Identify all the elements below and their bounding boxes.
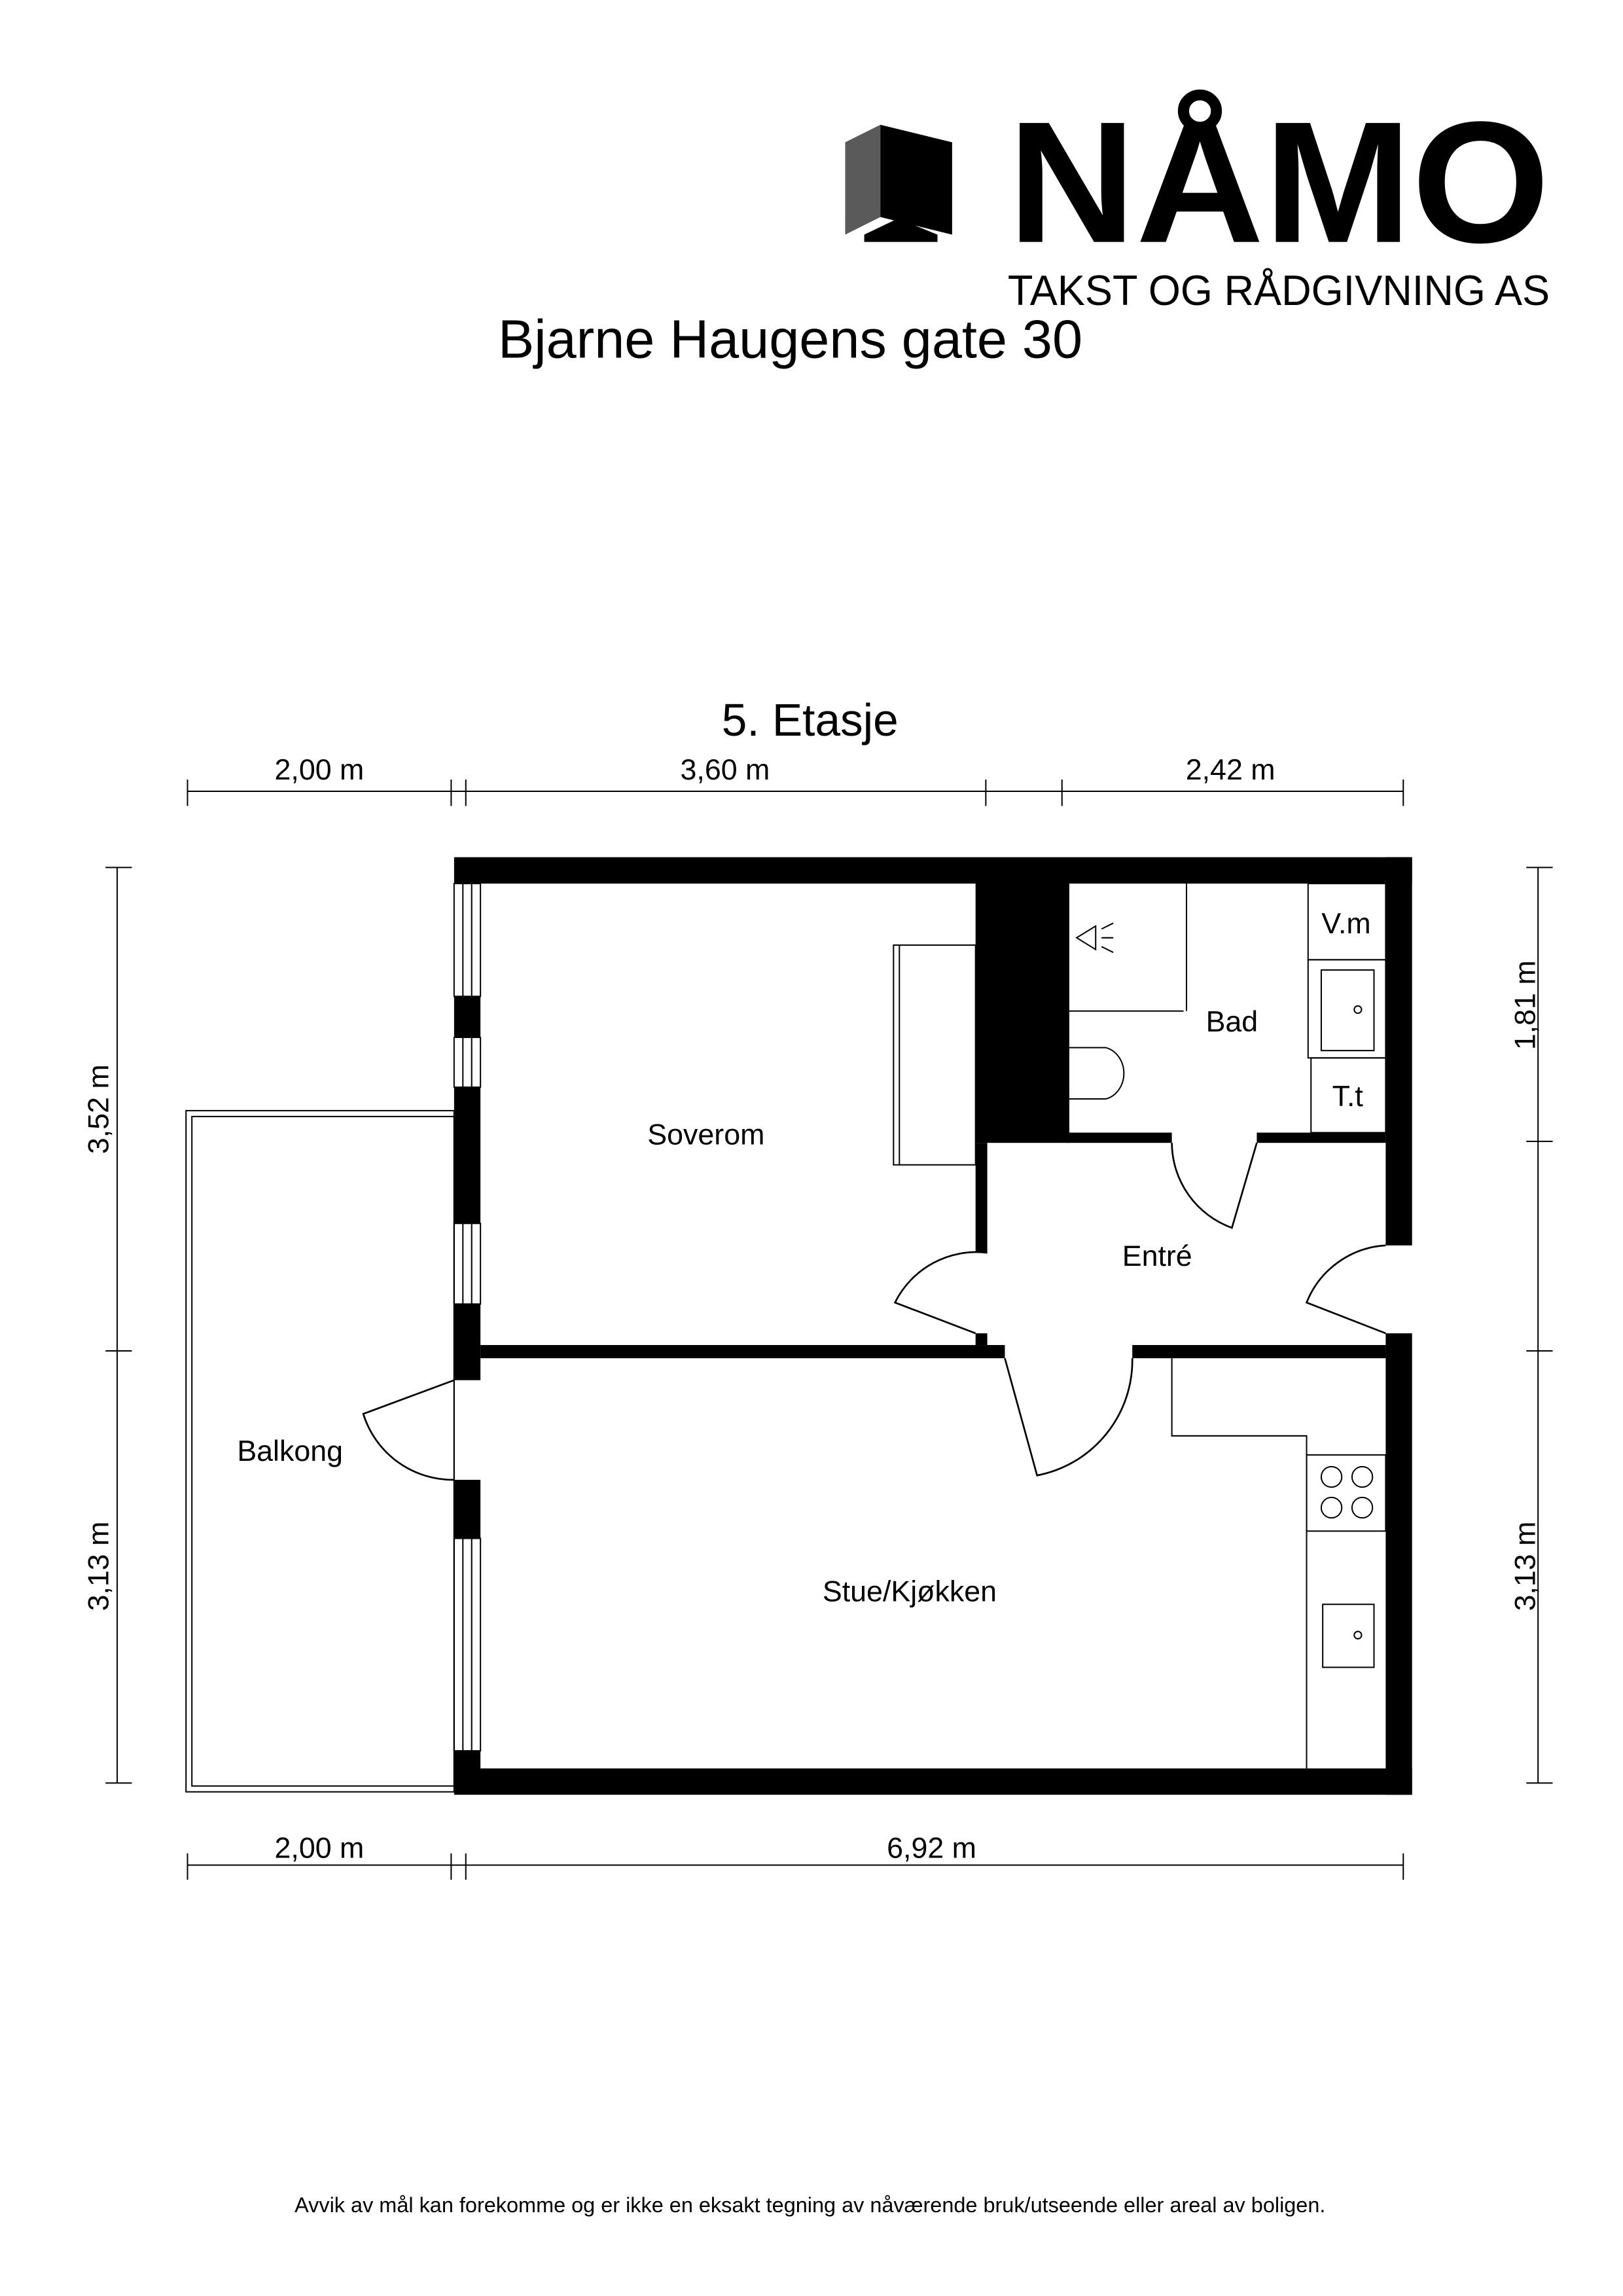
- dim-bottom-2: 6,92 m: [887, 1831, 976, 1864]
- room-label-vm: V.m: [1321, 907, 1370, 940]
- room-label-stue: Stue/Kjøkken: [823, 1575, 997, 1608]
- shower-icon: [1075, 922, 1114, 954]
- toilet-icon: [1069, 1047, 1125, 1100]
- doors: [362, 1142, 1386, 1481]
- room-label-bad: Bad: [1206, 1005, 1258, 1038]
- room-label-entre: Entré: [1122, 1240, 1192, 1272]
- dim-left-1: 3,52 m: [82, 1064, 115, 1154]
- company-logo: NÅMO TAKST OG RÅDGIVNING AS: [845, 86, 1550, 314]
- room-label-tt: T.t: [1332, 1080, 1364, 1113]
- dim-top-2: 3,60 m: [681, 753, 770, 786]
- windows: [453, 882, 482, 1752]
- dim-bottom-1: 2,00 m: [275, 1831, 365, 1864]
- disclaimer: Avvik av mål kan forekomme og er ikke en…: [294, 2193, 1325, 2217]
- dimension-lines: 2,00 m 3,60 m 2,42 m 2,00 m 6,92 m 3,52 …: [82, 753, 1553, 1880]
- kitchen-sink-icon: [1322, 1604, 1375, 1668]
- balcony: [185, 1109, 455, 1793]
- room-label-balkong: Balkong: [237, 1435, 343, 1467]
- dim-top-3: 2,42 m: [1186, 753, 1275, 786]
- page-title: Bjarne Haugens gate 30: [498, 308, 1082, 369]
- room-label-soverom: Soverom: [647, 1118, 764, 1151]
- dim-right-2: 3,13 m: [1509, 1522, 1542, 1611]
- fixtures: [893, 882, 1387, 1768]
- floor-title: 5. Etasje: [722, 694, 899, 745]
- dim-top-1: 2,00 m: [275, 753, 365, 786]
- wardrobe: [893, 944, 976, 1166]
- walls: [454, 857, 1412, 1795]
- logo-house-icon: [845, 124, 881, 235]
- stove-icon: [1306, 1454, 1387, 1532]
- dim-left-2: 3,13 m: [82, 1522, 115, 1611]
- logo-brand: NÅMO: [1008, 86, 1550, 279]
- dim-right-1: 1,81 m: [1509, 960, 1542, 1050]
- bath-sink-icon: [1320, 969, 1375, 1052]
- logo-tagline: TAKST OG RÅDGIVNING AS: [1008, 266, 1550, 314]
